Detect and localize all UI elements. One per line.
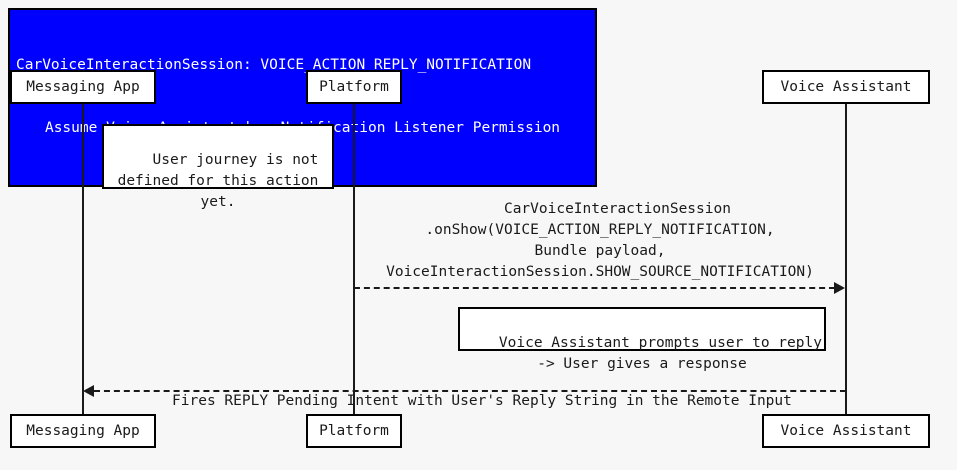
note-voice-prompt-line-1: Voice Assistant prompts user to reply: [498, 335, 822, 351]
note-user-journey-line-3: yet.: [200, 194, 236, 210]
message-arrow-reply-intent: [94, 390, 846, 392]
note-voice-prompt-line-2: -> User gives a response: [537, 356, 747, 372]
participant-top-voice-assistant[interactable]: Voice Assistant: [762, 70, 930, 104]
message-arrow-onshow: [354, 287, 835, 289]
participant-top-messaging-app[interactable]: Messaging App: [10, 70, 156, 104]
message-label-onshow-line-4: VoiceInteractionSession.SHOW_SOURCE_NOTI…: [386, 264, 814, 280]
participant-bottom-voice-assistant[interactable]: Voice Assistant: [762, 414, 930, 448]
lifeline-messaging-app: [82, 104, 84, 414]
diagram-title-line-1: CarVoiceInteractionSession: VOICE_ACTION…: [16, 57, 532, 73]
message-label-reply-intent: Fires REPLY Pending Intent with User's R…: [83, 370, 846, 433]
participant-bottom-platform[interactable]: Platform: [306, 414, 402, 448]
message-label-onshow-line-3: Bundle payload,: [534, 243, 666, 259]
message-label-onshow-line-2: .onShow(VOICE_ACTION_REPLY_NOTIFICATION,: [425, 222, 775, 238]
lifeline-platform: [353, 104, 355, 414]
arrow-head-right-icon: [834, 282, 845, 294]
note-user-journey-line-2: defined for this action: [117, 173, 319, 189]
note-user-journey-line-1: User journey is not: [152, 152, 319, 168]
message-label-reply-intent-line-1: Fires REPLY Pending Intent with User's R…: [172, 393, 792, 409]
note-user-journey: User journey is not defined for this act…: [102, 124, 334, 210]
note-voice-prompt: Voice Assistant prompts user to reply ->…: [458, 307, 826, 372]
participant-bottom-messaging-app[interactable]: Messaging App: [10, 414, 156, 448]
lifeline-voice-assistant: [845, 104, 847, 414]
participant-top-platform[interactable]: Platform: [306, 70, 402, 104]
arrow-head-left-icon: [83, 385, 94, 397]
message-label-onshow: CarVoiceInteractionSession .onShow(VOICE…: [354, 178, 846, 304]
message-label-onshow-line-1: CarVoiceInteractionSession: [503, 201, 731, 217]
